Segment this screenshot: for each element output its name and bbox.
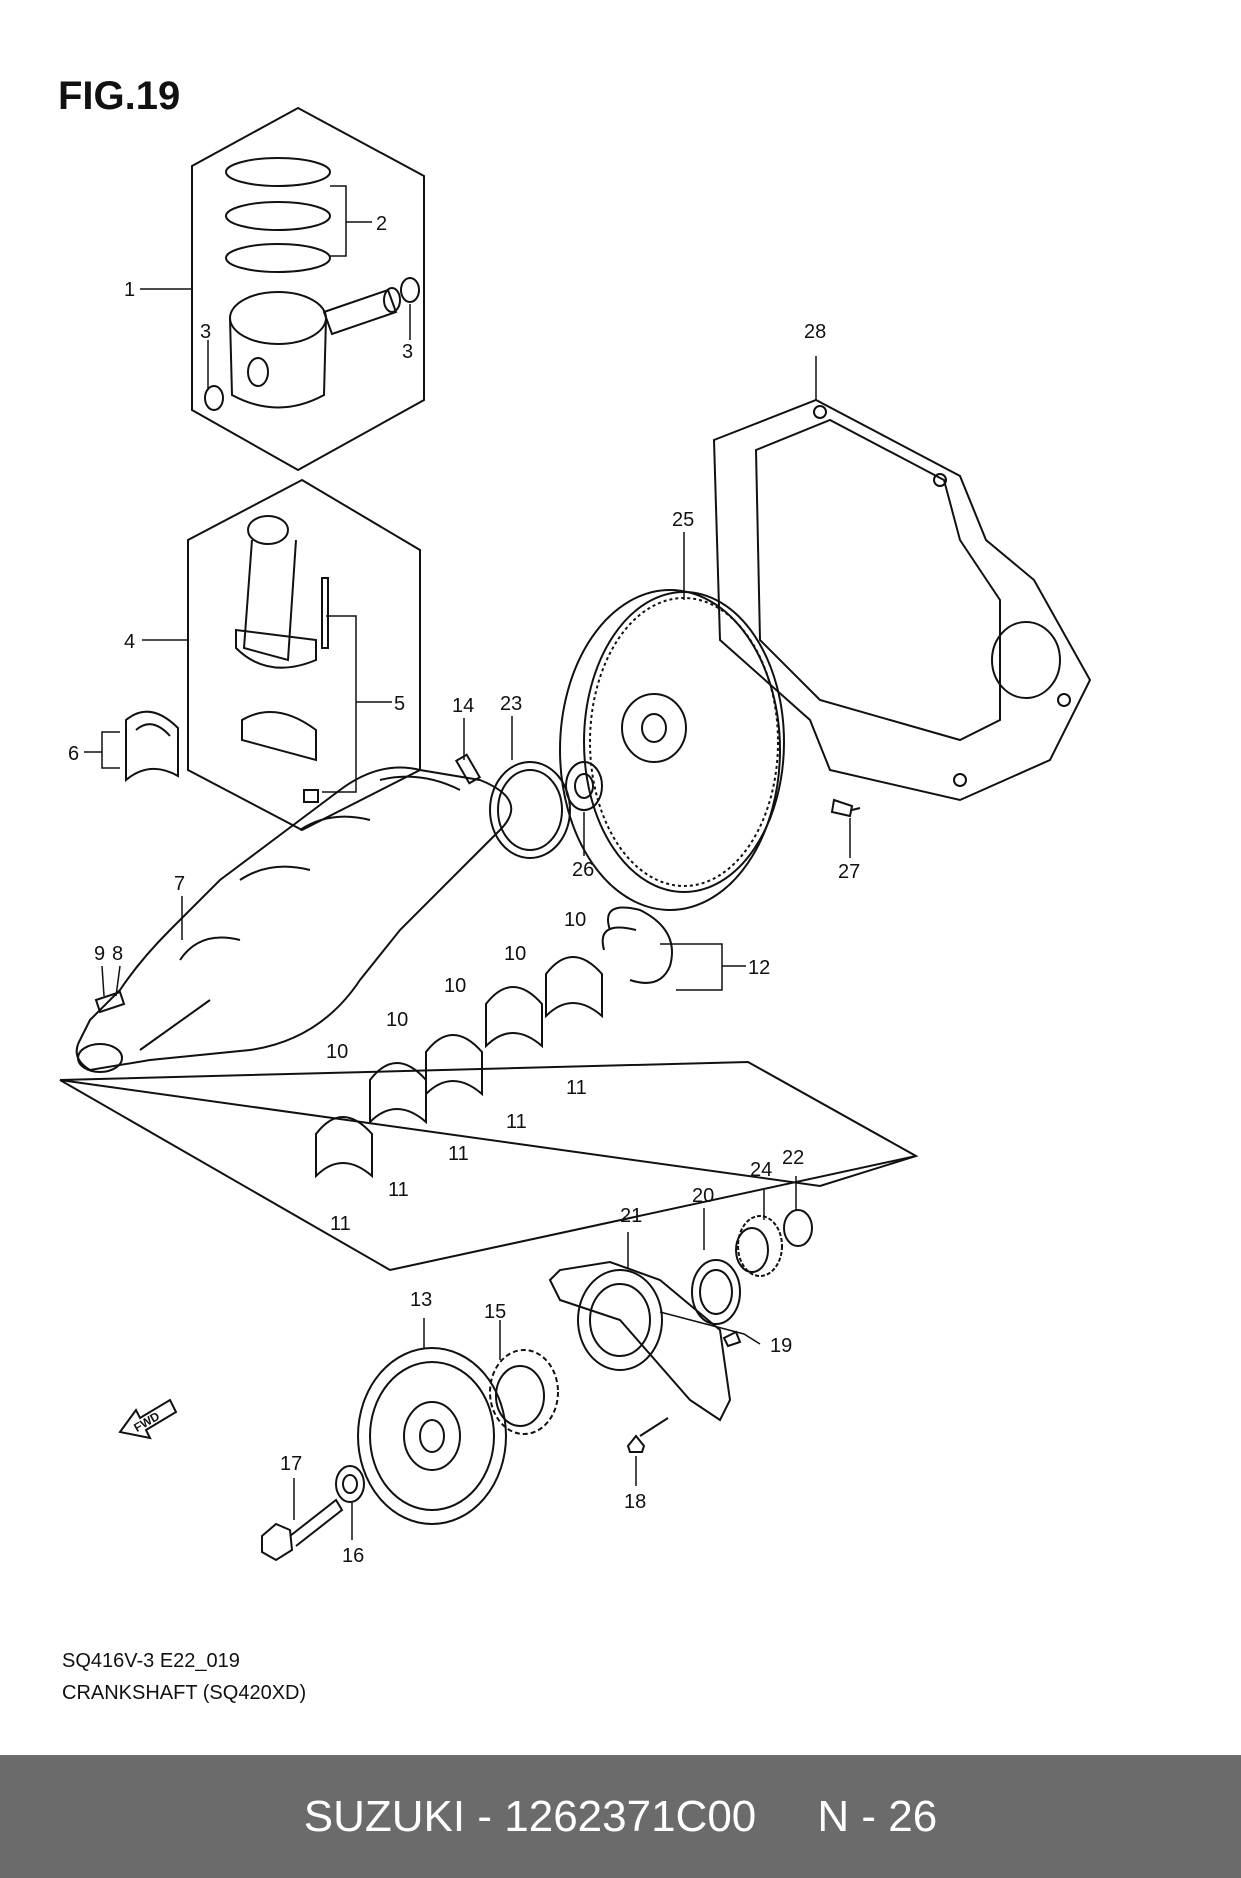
- callout-10e: 10: [564, 909, 586, 931]
- diagram-drawing: 1 2 3 3 4 5 6 7 8 9 10 10 10 10 10 10 11…: [59, 106, 1092, 1567]
- footer-page: N - 26: [817, 1792, 938, 1841]
- plate-bolt: [830, 798, 861, 818]
- exploded-parts-diagram: FIG.19: [58, 74, 1092, 1704]
- rear-plate: [712, 398, 1092, 802]
- callout-3b: 3: [402, 341, 413, 363]
- callout-11e: 11: [566, 1077, 587, 1099]
- callout-5: 5: [394, 693, 405, 715]
- pulley-washer: [335, 1465, 365, 1503]
- oil-pump: [548, 1260, 732, 1422]
- front-oil-seal: [691, 1259, 741, 1325]
- callout-19: 19: [770, 1335, 792, 1357]
- crankshaft: [75, 766, 513, 1073]
- diagram-code: SQ416V-3 E22_019: [62, 1650, 240, 1672]
- callout-14: 14: [452, 695, 474, 717]
- circlip-left: [204, 385, 224, 411]
- footer-part-number: 1262371C00: [504, 1792, 757, 1841]
- pilot-bearing: [565, 761, 603, 811]
- callout-8: 8: [112, 943, 123, 965]
- callout-10d: 10: [504, 943, 526, 965]
- piston-rings: [225, 157, 331, 273]
- callout-9: 9: [94, 943, 105, 965]
- crank-pulley: [357, 1347, 507, 1525]
- callout-18: 18: [624, 1491, 646, 1513]
- leader-lines: [84, 185, 851, 1540]
- callout-15: 15: [484, 1301, 506, 1323]
- callout-23: 23: [500, 693, 522, 715]
- callout-1: 1: [124, 279, 135, 301]
- figure-title: FIG.19: [58, 74, 181, 118]
- pump-bolt: [626, 1417, 669, 1453]
- pump-screw: [722, 1330, 742, 1348]
- footer-brand: SUZUKI: [303, 1792, 466, 1841]
- conrod-group-box: [187, 478, 421, 832]
- piston-group-box: [191, 106, 425, 472]
- callout-10c: 10: [444, 975, 466, 997]
- footer-bar: SUZUKI - 1262371C00 N - 26: [0, 1755, 1241, 1878]
- callout-6: 6: [68, 743, 79, 765]
- callout-11d: 11: [506, 1111, 527, 1133]
- callout-20: 20: [692, 1185, 714, 1207]
- callout-7: 7: [174, 873, 185, 895]
- callout-10a: 10: [326, 1041, 348, 1063]
- timing-sprocket: [489, 1349, 559, 1435]
- fwd-arrow: [118, 1398, 178, 1440]
- callout-11c: 11: [448, 1143, 469, 1165]
- connecting-rod: [235, 515, 329, 803]
- thrust-washers: [601, 906, 673, 984]
- callout-26: 26: [572, 859, 594, 881]
- piston-pin: [322, 287, 401, 336]
- callout-22: 22: [782, 1147, 804, 1169]
- circlip-right: [400, 277, 420, 303]
- crank-key: [94, 990, 126, 1014]
- callout-16: 16: [342, 1545, 364, 1567]
- main-bearings: [315, 956, 603, 1179]
- callout-4: 4: [124, 631, 135, 653]
- callout-24: 24: [750, 1159, 772, 1181]
- callout-28: 28: [804, 321, 826, 343]
- piston: [229, 291, 327, 409]
- o-ring: [783, 1209, 813, 1247]
- callout-11b: 11: [388, 1179, 409, 1201]
- callout-17: 17: [280, 1453, 302, 1475]
- callout-12: 12: [748, 957, 770, 979]
- oil-pump-gear: [735, 1215, 783, 1277]
- conrod-bearing: [125, 710, 179, 783]
- callout-10b: 10: [386, 1009, 408, 1031]
- callout-21: 21: [620, 1205, 642, 1227]
- callout-13: 13: [410, 1289, 432, 1311]
- callout-2: 2: [376, 213, 387, 235]
- callout-3a: 3: [200, 321, 211, 343]
- callout-11a: 11: [330, 1213, 351, 1235]
- callout-27: 27: [838, 861, 860, 883]
- dowel-pin: [454, 753, 482, 785]
- footer-text: SUZUKI - 1262371C00 N - 26: [303, 1792, 938, 1841]
- callout-labels: 1 2 3 3 4 5 6 7 8 9 10 10 10 10 10 10 11…: [68, 213, 860, 1567]
- rear-oil-seal: [489, 761, 571, 859]
- pulley-bolt: [261, 1498, 344, 1562]
- diagram-caption: CRANKSHAFT (SQ420XD): [62, 1682, 307, 1704]
- callout-25: 25: [672, 509, 694, 531]
